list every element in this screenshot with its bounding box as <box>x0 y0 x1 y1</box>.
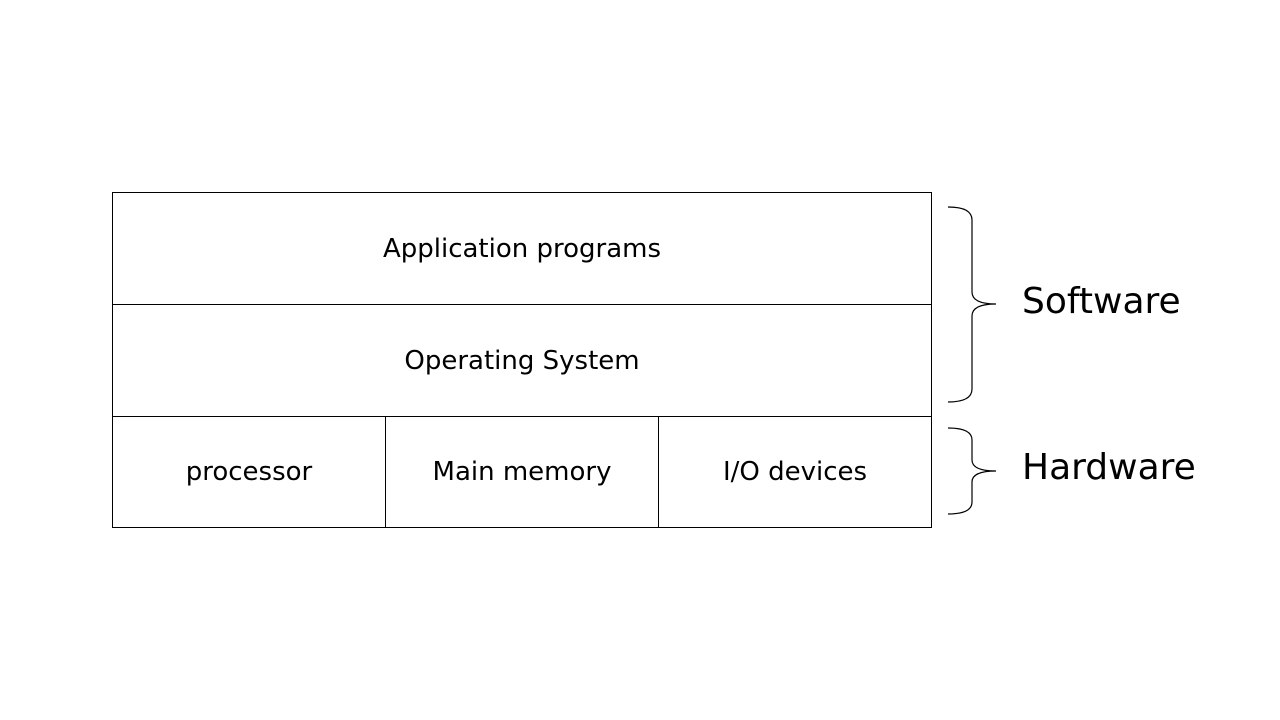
software-label: Software <box>1022 281 1181 322</box>
processor-cell: processor <box>113 417 385 527</box>
main-memory-label: Main memory <box>432 457 612 487</box>
main-memory-cell: Main memory <box>385 417 658 527</box>
hardware-brace <box>947 427 997 515</box>
system-layer-diagram: Application programs Operating System pr… <box>112 192 932 528</box>
processor-label: processor <box>185 457 313 487</box>
application-programs-label: Application programs <box>382 233 662 264</box>
application-programs-layer: Application programs <box>113 193 931 305</box>
operating-system-label: Operating System <box>404 345 640 376</box>
software-brace <box>947 206 997 403</box>
hardware-label: Hardware <box>1022 447 1196 488</box>
io-devices-label: I/O devices <box>722 457 868 487</box>
hardware-layer: processor Main memory I/O devices <box>113 416 931 527</box>
operating-system-layer: Operating System <box>113 305 931 416</box>
io-devices-cell: I/O devices <box>658 417 931 527</box>
